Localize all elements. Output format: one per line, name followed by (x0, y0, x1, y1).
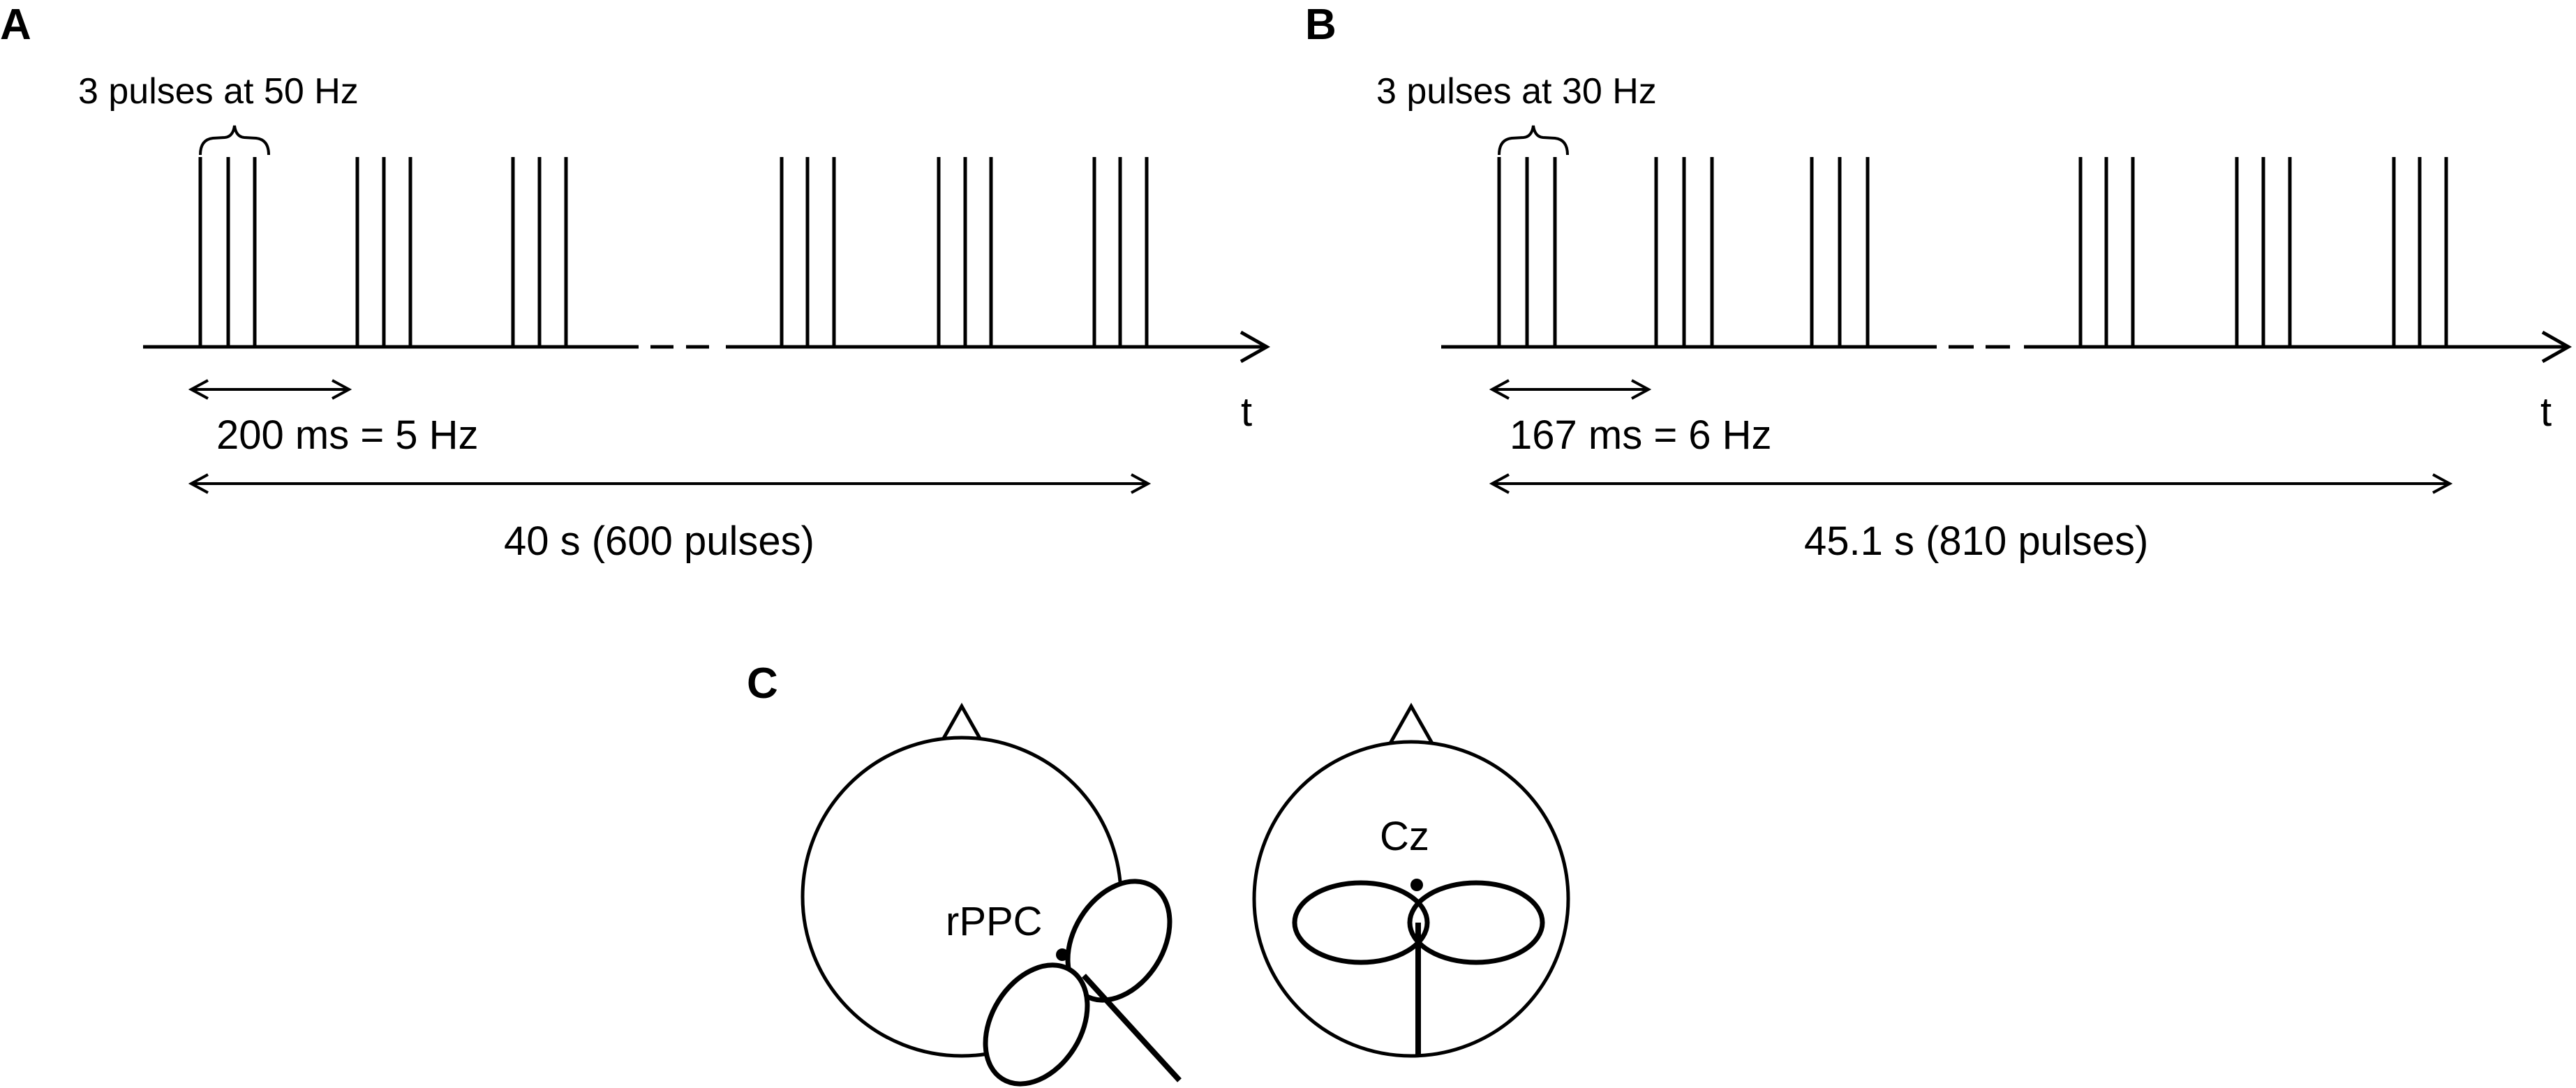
panel-a-time-axis (143, 330, 1271, 364)
panel-a-burst-brace (199, 125, 270, 156)
panel-b-duration-label: 45.1 s (810 pulses) (1804, 519, 2148, 564)
panel-a-axis-label: t (1241, 389, 1252, 435)
nose-right (1388, 702, 1434, 745)
coil-right (1292, 880, 1545, 1057)
panel-a-letter: A (0, 1, 31, 49)
panel-b-burst-label: 3 pulses at 30 Hz (1376, 71, 1657, 112)
coil-left (983, 879, 1182, 1087)
panel-a-duration-arrow (188, 473, 1152, 494)
panel-a-burst (511, 157, 568, 347)
panel-b: B 3 pulses at 30 Hz t (1305, 1, 2573, 564)
panel-a-duration-label: 40 s (600 pulses) (504, 519, 814, 564)
panel-b-pulses (1497, 157, 2448, 347)
panel-a-burst-label: 3 pulses at 50 Hz (78, 71, 359, 112)
panel-a-interval-arrow (188, 379, 352, 400)
panel-b-duration-arrow (1489, 473, 2453, 494)
panel-b-letter: B (1305, 1, 1337, 49)
panel-c: C rPPC Cz (747, 659, 1570, 1087)
panel-a-burst (198, 157, 257, 347)
panel-b-burst (1810, 157, 1870, 347)
cz-label: Cz (1380, 814, 1429, 859)
panel-b-burst (2235, 157, 2292, 347)
panel-a-burst (355, 157, 412, 347)
rppc-marker (1056, 948, 1069, 961)
panel-b-interval-label: 167 ms = 6 Hz (1510, 412, 1772, 458)
panel-a-burst (937, 157, 993, 347)
panel-b-burst (2078, 157, 2135, 347)
panel-a-burst (780, 157, 836, 347)
cz-marker (1410, 879, 1423, 891)
panel-a-pulses (198, 157, 1149, 347)
panel-b-burst (1497, 157, 1557, 347)
nose-left (939, 702, 985, 745)
panel-b-burst-brace (1498, 125, 1569, 156)
rppc-label: rPPC (946, 899, 1043, 944)
panel-b-burst (2392, 157, 2448, 347)
panel-b-interval-arrow (1489, 379, 1652, 400)
head-right (1252, 702, 1570, 1058)
panel-b-burst (1654, 157, 1714, 347)
panel-a-burst (1092, 157, 1149, 347)
panel-c-letter: C (747, 659, 778, 708)
panel-b-axis-label: t (2540, 389, 2552, 435)
panel-a: A 3 pulses at 50 Hz t (0, 1, 1271, 564)
panel-a-interval-label: 200 ms = 5 Hz (216, 412, 479, 458)
panel-b-time-axis (1441, 330, 2573, 364)
